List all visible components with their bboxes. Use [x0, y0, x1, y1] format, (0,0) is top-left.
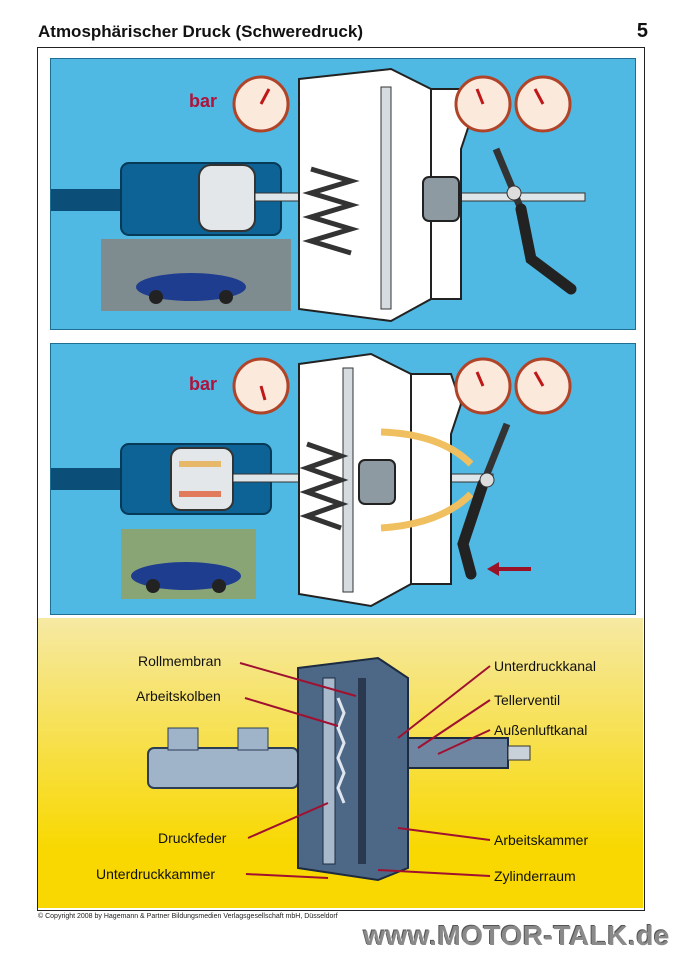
label-arbeitskolben: Arbeitskolben: [136, 688, 221, 704]
page-title: Atmosphärischer Druck (Schweredruck): [38, 22, 363, 41]
car-body: [136, 273, 246, 301]
label-zylinderraum: Zylinderraum: [494, 868, 576, 884]
booster-cutaway-illustration: [147, 656, 531, 882]
pedal-push-arrowhead: [487, 562, 499, 576]
piston: [170, 447, 234, 511]
panel-cutaway-diagram: Rollmembran Arbeitskolben Druckfeder Unt…: [38, 618, 643, 908]
brake-pedal: [457, 478, 489, 580]
valve-housing: [407, 737, 509, 769]
gauge-right-needle: [533, 88, 545, 105]
booster-rear-shell: [410, 373, 463, 585]
input-rod: [507, 745, 531, 761]
label-aussenluftkanal: Außenluftkanal: [494, 722, 588, 738]
brake-booster-active-illustration: [51, 352, 572, 608]
master-cylinder-port-2: [237, 727, 269, 751]
label-unterdruckkammer: Unterdruckkammer: [96, 866, 216, 882]
leader-unterdruckkanal: [397, 665, 491, 739]
air-flow-arrow-lower: [380, 491, 474, 532]
gauge-right-needle: [533, 371, 545, 387]
brake-pedal: [515, 203, 577, 295]
air-flow-arrow-upper: [380, 428, 474, 467]
panel-released-pedal: bar: [50, 58, 636, 330]
return-spring: [336, 697, 346, 804]
spring-coil: [302, 166, 360, 256]
pedal-pivot: [479, 472, 495, 488]
leader-tellerventil: [417, 699, 491, 749]
label-druckfeder: Druckfeder: [158, 830, 227, 846]
master-cylinder-body: [147, 747, 299, 789]
car-wheel-front: [146, 579, 160, 593]
car-wheel-rear: [212, 579, 226, 593]
gauge-mid-needle: [475, 371, 485, 387]
pedal-pivot: [506, 185, 522, 201]
leader-zylinderraum: [377, 869, 491, 877]
booster-housing: [297, 656, 409, 882]
leader-arbeitskammer: [397, 827, 491, 841]
valve-body: [422, 176, 460, 222]
gauge-unit-label: bar: [189, 91, 218, 111]
label-unterdruckkanal: Unterdruckkanal: [494, 658, 596, 674]
gauge-left-needle: [259, 385, 267, 401]
label-tellerventil: Tellerventil: [494, 692, 561, 708]
valve-body: [358, 459, 396, 505]
piston: [198, 164, 256, 232]
leader-rollmembran: [239, 662, 357, 697]
brake-booster-idle-illustration: [51, 67, 586, 323]
leader-arbeitskolben: [244, 697, 339, 727]
car-wheel-front: [149, 290, 163, 304]
leader-druckfeder: [247, 802, 329, 839]
working-piston: [322, 677, 336, 865]
panel-pressed-pedal: bar: [50, 343, 636, 615]
spring-coil: [299, 441, 349, 531]
gauge-mid-needle: [475, 88, 485, 105]
gauge-left-needle: [259, 88, 271, 105]
watermark-logo: www.MOTOR-TALK.de: [363, 920, 670, 951]
label-rollmembran: Rollmembran: [138, 653, 222, 669]
roll-diaphragm: [358, 678, 366, 864]
car-wheel-rear: [219, 290, 233, 304]
copyright-text: © Copyright 2008 by Hagemann & Partner B…: [38, 913, 338, 920]
page-number: 5: [636, 20, 648, 42]
label-arbeitskammer: Arbeitskammer: [494, 832, 589, 848]
leader-unterdruckkammer: [245, 873, 329, 879]
leader-aussenluftkanal: [437, 729, 491, 755]
master-cylinder-port-1: [167, 727, 199, 751]
diaphragm: [380, 86, 392, 310]
gauge-unit-label: bar: [189, 374, 218, 394]
